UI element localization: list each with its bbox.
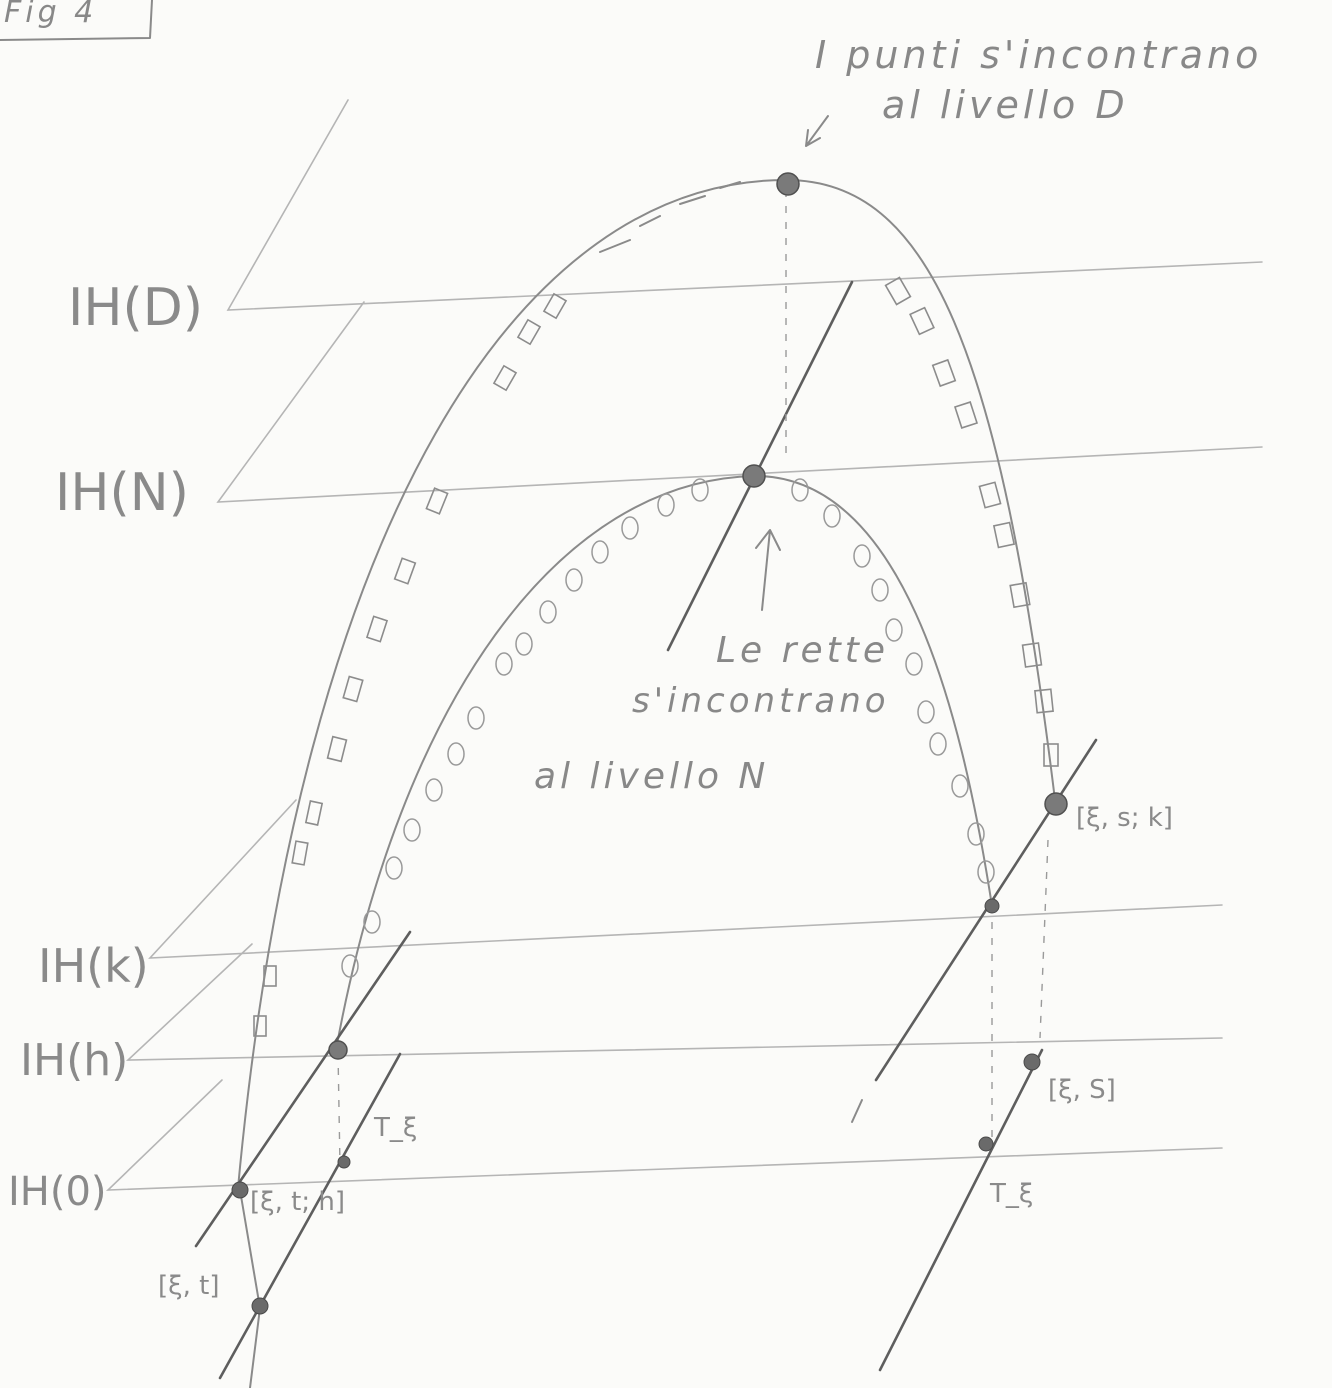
plane-h0: IH(0) — [8, 1079, 1223, 1215]
annotation-top-line1: I punti s'incontrano — [815, 33, 1262, 77]
point-xi-t — [251, 1297, 269, 1315]
label-t-xi-right: T_ξ — [989, 1179, 1033, 1209]
label-xi-t: [ξ, t] — [158, 1271, 220, 1301]
right-structure: [ξ, s; k] [ξ, S] T_ξ — [851, 738, 1173, 1372]
point-t-xi-right — [978, 1136, 994, 1152]
point-xi-s — [1023, 1053, 1041, 1071]
left-structure: T_ξ [ξ, t; h] [ξ, t] — [158, 930, 417, 1388]
plane-hh-label: IH(h) — [20, 1035, 128, 1086]
label-xi-s: [ξ, S] — [1048, 1075, 1116, 1105]
annotation-mid-line2: s'incontrano — [632, 681, 890, 721]
arrow-top — [805, 115, 829, 147]
annotation-mid: Le rette s'incontrano al livello N — [534, 529, 890, 797]
annotation-top: I punti s'incontrano al livello D — [805, 33, 1262, 147]
plane-h0-label: IH(0) — [8, 1169, 107, 1215]
point-xi-s-k — [1044, 792, 1068, 816]
plane-hd-label: IH(D) — [68, 278, 203, 338]
plane-hk: IH(k) — [38, 799, 1223, 993]
fig-label-text: Fig 4 — [4, 0, 97, 30]
plane-hn-label: IH(N) — [55, 463, 189, 523]
inner-arc — [335, 475, 995, 1051]
point-xi-t-h — [231, 1181, 249, 1199]
plane-hn: IH(N) — [55, 301, 1263, 523]
annotation-mid-line1: Le rette — [716, 630, 889, 671]
point-t-xi-left — [337, 1155, 351, 1169]
annotation-mid-line3: al livello N — [534, 756, 769, 797]
label-t-xi-left: T_ξ — [373, 1113, 417, 1143]
plane-hk-label: IH(k) — [38, 939, 149, 993]
point-level-d — [776, 172, 800, 196]
point-level-n — [742, 464, 766, 488]
label-xi-t-h: [ξ, t; h] — [250, 1187, 345, 1217]
outer-arc — [237, 179, 1059, 1189]
label-xi-s-k: [ξ, s; k] — [1076, 803, 1173, 833]
plane-hd: IH(D) — [68, 99, 1263, 338]
fig-label: Fig 4 — [0, 0, 153, 41]
point-h-left — [328, 1040, 348, 1060]
plane-hh: IH(h) — [20, 943, 1223, 1086]
annotation-top-line2: al livello D — [882, 83, 1129, 127]
arrow-mid — [755, 529, 781, 611]
